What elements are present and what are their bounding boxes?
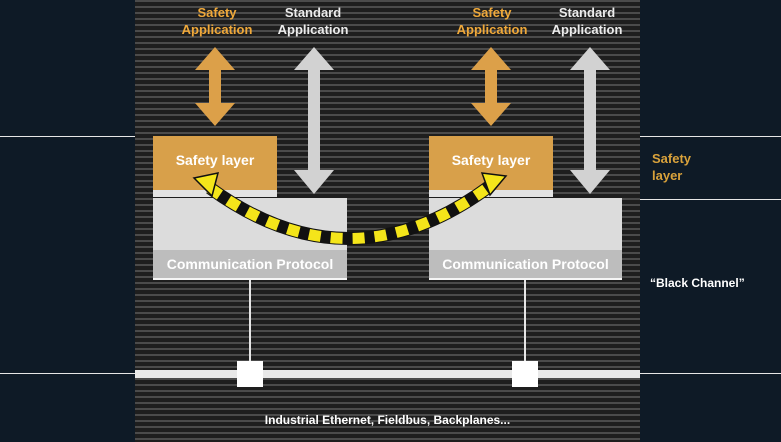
bus-node-right xyxy=(512,361,538,387)
curved-arrow-icon xyxy=(192,172,508,239)
black-channel-label: “Black Channel” xyxy=(650,276,745,290)
standard-application-label-left: Standard Application xyxy=(277,5,349,37)
safety-application-label-left: Safety Application xyxy=(181,5,253,37)
vertical-double-arrow-icon xyxy=(294,47,334,194)
communication-protocol-box-right: Communication Protocol xyxy=(429,198,622,280)
separator-line-bottom-left xyxy=(0,373,135,374)
connector-line-left xyxy=(249,280,251,373)
separator-line-top-right xyxy=(640,136,781,137)
safety-application-label-right: Safety Application xyxy=(456,5,528,37)
separator-line-mid-right xyxy=(640,199,781,200)
bus-line xyxy=(135,370,640,378)
communication-protocol-label-right: Communication Protocol xyxy=(429,250,622,278)
separator-line-bottom-right xyxy=(640,373,781,374)
communication-protocol-label-left: Communication Protocol xyxy=(153,250,347,278)
bus-node-left xyxy=(237,361,263,387)
separator-line-top-left xyxy=(0,136,135,137)
connector-line-right xyxy=(524,280,526,373)
safety-layer-side-label: Safety layer xyxy=(652,151,692,183)
vertical-double-arrow-icon xyxy=(570,47,610,194)
vertical-double-arrow-icon xyxy=(471,47,511,126)
standard-application-label-right: Standard Application xyxy=(551,5,623,37)
bus-label: Industrial Ethernet, Fieldbus, Backplane… xyxy=(264,413,511,427)
vertical-double-arrow-icon xyxy=(195,47,235,126)
